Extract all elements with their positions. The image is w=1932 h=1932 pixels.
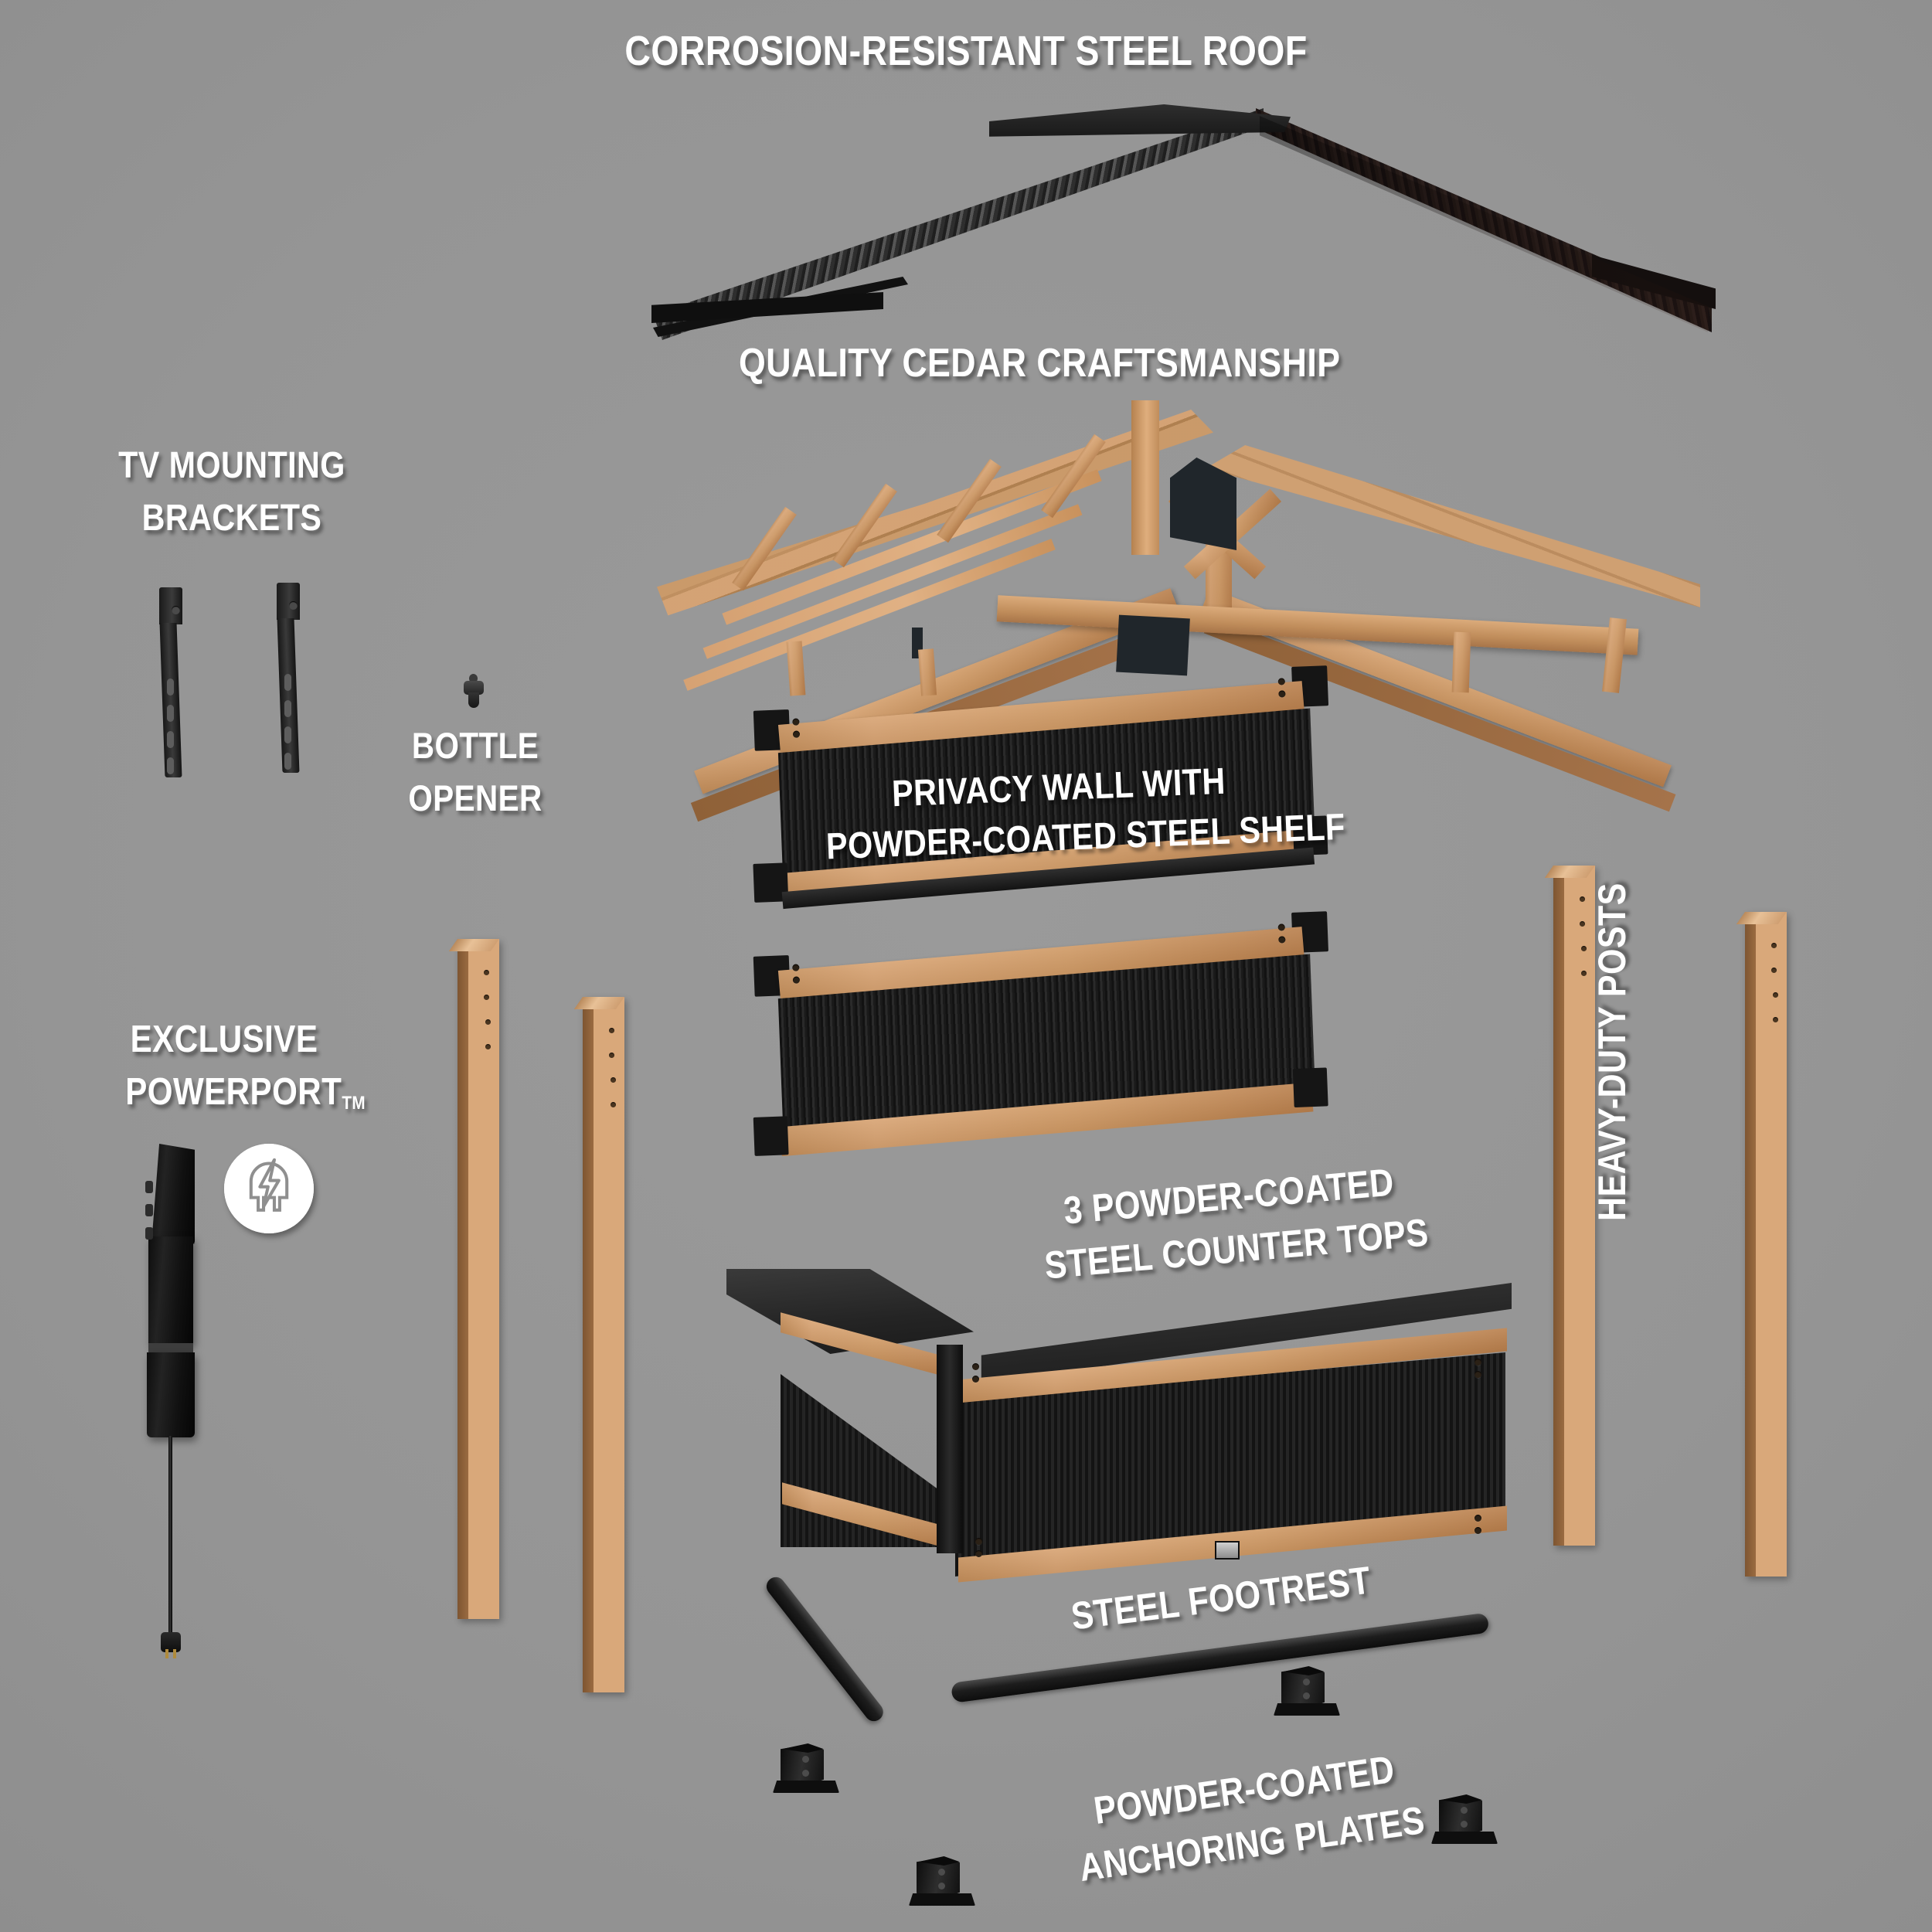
label-bottle-opener-line2: OPENER bbox=[408, 777, 543, 818]
powerport-tm: TM bbox=[342, 1093, 366, 1114]
truss-leg bbox=[1451, 631, 1471, 693]
label-powerport-line2: POWERPORTTM bbox=[125, 1071, 431, 1114]
label-tv-brackets-line2: BRACKETS bbox=[141, 498, 322, 539]
roof-right-shading bbox=[1260, 116, 1708, 332]
label-tv-brackets-line1: TV MOUNTING bbox=[118, 445, 345, 486]
heavy-duty-post bbox=[448, 939, 499, 1619]
tv-mounting-bracket bbox=[272, 583, 308, 776]
heavy-duty-post bbox=[573, 997, 624, 1692]
heavy-duty-post bbox=[1736, 912, 1787, 1577]
label-powerport-line1: EXCLUSIVE bbox=[130, 1019, 318, 1060]
powerport-word: POWERPORT bbox=[125, 1071, 342, 1113]
counter-corner-post bbox=[937, 1345, 963, 1553]
label-cedar-craftsmanship: QUALITY CEDAR CRAFTSMANSHIP bbox=[739, 341, 1341, 386]
truss-gusset-plate bbox=[1170, 457, 1236, 550]
counter-badge bbox=[1215, 1541, 1240, 1560]
powerport-cable bbox=[168, 1436, 172, 1638]
anchoring-plate bbox=[773, 1740, 842, 1801]
powerport-module bbox=[141, 1144, 210, 1658]
label-heavy-duty-posts: HEAVY-DUTY POSTS bbox=[1590, 883, 1634, 1221]
heavy-duty-post bbox=[1544, 866, 1595, 1546]
powerport-plug-bolt-icon bbox=[224, 1144, 314, 1233]
truss-gusset-plate bbox=[1116, 614, 1190, 676]
label-bottle-opener-line1: BOTTLE bbox=[411, 725, 539, 766]
truss-ridge-beam bbox=[1131, 400, 1159, 555]
roof-ridge-cap bbox=[989, 104, 1291, 137]
powerport-plug bbox=[161, 1632, 181, 1652]
anchoring-plate bbox=[909, 1853, 978, 1913]
truss-leg bbox=[917, 648, 937, 696]
footrest-short-bar bbox=[763, 1573, 887, 1726]
privacy-wall-lower bbox=[753, 911, 1333, 1178]
label-steel-roof: CORROSION-RESISTANT STEEL ROOF bbox=[624, 28, 1308, 74]
truss-leg bbox=[786, 641, 806, 696]
bottle-opener bbox=[461, 674, 487, 711]
anchoring-plate bbox=[1274, 1663, 1343, 1723]
tv-mounting-bracket bbox=[155, 587, 190, 781]
bar-counter-assembly bbox=[726, 1260, 1522, 1592]
footrest-long-bar bbox=[951, 1612, 1490, 1703]
cedar-truss-assembly bbox=[657, 400, 1716, 822]
anchoring-plate bbox=[1431, 1791, 1501, 1852]
